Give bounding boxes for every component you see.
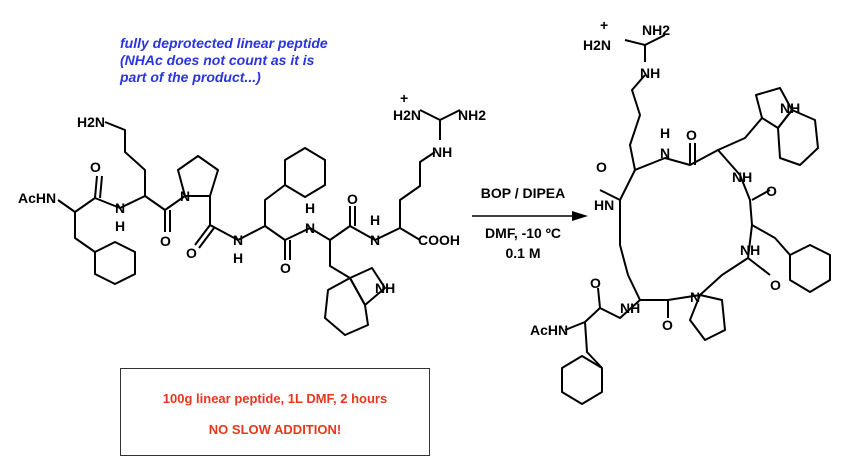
atom-label: O (347, 191, 358, 207)
atom-label: H (115, 218, 125, 234)
charge-label: + (600, 17, 608, 33)
warning-line: NO SLOW ADDITION! (208, 422, 342, 437)
atom-label: N (370, 232, 380, 248)
concentration-label: 0.1 M (505, 245, 541, 261)
atom-label: O (160, 233, 171, 249)
cyclic-peptide-structure (561, 34, 831, 405)
atom-label: N (660, 145, 670, 161)
atom-label: O (662, 317, 673, 333)
atom-label: NH (740, 242, 760, 258)
atom-label: NH (732, 169, 752, 185)
annotation-note: fully deprotected linear peptide (NHAc d… (120, 35, 328, 86)
note-line: fully deprotected linear peptide (120, 35, 328, 51)
atom-label: H2N (583, 37, 611, 53)
atom-label: H2N (393, 107, 421, 123)
atom-label: COOH (418, 232, 460, 248)
arrowhead (572, 211, 588, 221)
charge-label: + (400, 90, 408, 106)
atom-label: H (660, 125, 670, 141)
atom-label: O (590, 275, 601, 291)
atom-label: O (686, 127, 697, 143)
atom-label: O (280, 260, 291, 276)
warning-line: 100g linear peptide, 1L DMF, 2 hours (162, 391, 388, 406)
note-line: (NHAc does not count as it is (120, 52, 315, 68)
atom-label: N (115, 200, 125, 216)
atom-label: H2N (77, 114, 105, 130)
warning-box: 100g linear peptide, 1L DMF, 2 hours NO … (120, 368, 430, 456)
atom-label: O (186, 245, 197, 261)
atom-label: NH2 (458, 107, 486, 123)
atom-label: O (596, 159, 607, 175)
reagents-label: BOP / DIPEA (480, 185, 566, 201)
atom-label: H (370, 212, 380, 228)
atom-label: NH2 (642, 22, 670, 38)
atom-label: NH (620, 300, 640, 316)
atom-label: O (770, 277, 781, 293)
atom-label: N (180, 188, 190, 204)
atom-label: O (766, 183, 777, 199)
atom-label: AcHN (18, 190, 56, 206)
atom-label: NH (432, 144, 452, 160)
note-line: part of the product...) (120, 69, 261, 85)
atom-label: H (305, 200, 315, 216)
atom-label: O (90, 159, 101, 175)
atom-label: N (690, 289, 700, 305)
atom-label: H (233, 250, 243, 266)
atom-label: NH (375, 280, 395, 296)
atom-label: N (305, 220, 315, 236)
atom-label: HN (594, 197, 614, 213)
linear-peptide-structure (57, 109, 461, 336)
atom-label: N (233, 232, 243, 248)
atom-label: NH (640, 65, 660, 81)
atom-label: NH (780, 100, 800, 116)
atom-label: AcHN (530, 322, 568, 338)
solvent-temperature-label: DMF, -10 ºC (485, 225, 561, 241)
